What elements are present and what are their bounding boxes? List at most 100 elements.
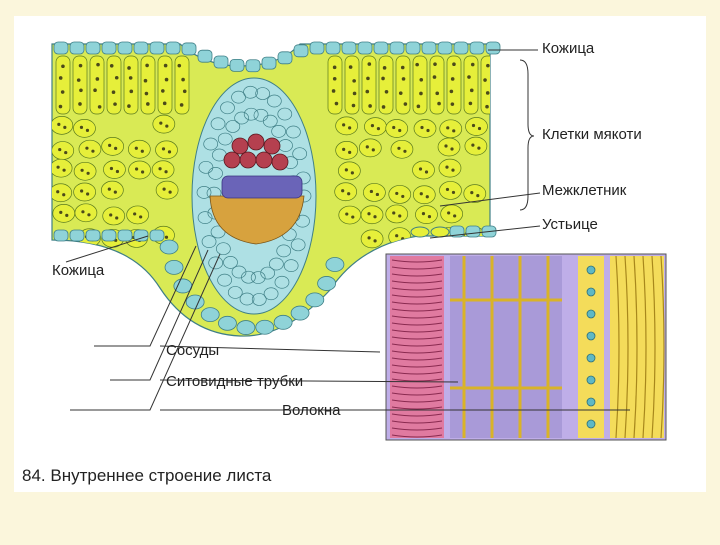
epidermis-cell-bottom [325, 257, 345, 272]
spongy-cell [440, 204, 464, 224]
leader-intercellular [439, 192, 541, 207]
spongy-cell [364, 117, 387, 136]
sheath-cell [216, 242, 231, 256]
chloroplast [398, 214, 402, 218]
epidermis-cell-top [389, 41, 405, 55]
sheath-cell [197, 211, 213, 224]
chloroplast [370, 124, 375, 128]
sheath-cell [269, 257, 284, 271]
sheath-cell [231, 265, 247, 279]
chloroplast [376, 127, 381, 131]
chloroplast [109, 166, 114, 171]
fiber-cell [651, 255, 656, 439]
spongy-cell [73, 119, 96, 138]
chloroplast [470, 62, 475, 67]
chloroplast [348, 126, 352, 130]
vessel-ring [391, 259, 443, 263]
vessel-ring [391, 350, 443, 354]
xylem-vessel [263, 137, 281, 155]
spongy-cell [151, 160, 175, 180]
chloroplast [395, 234, 399, 238]
sheath-cell [263, 287, 279, 301]
label-intercellular: Межклетник [542, 182, 627, 199]
epidermis-cell-bottom [159, 239, 179, 255]
chloroplast [426, 128, 430, 133]
epidermis-cell-top [341, 41, 357, 55]
spongy-cell [388, 185, 412, 204]
epidermis-cell-bottom [85, 229, 101, 242]
spongy-cell [412, 185, 436, 205]
sheath-cell [234, 111, 249, 125]
epidermis-cell-top [149, 41, 165, 55]
sheath-cell [220, 101, 235, 115]
chloroplast [348, 150, 352, 155]
chloroplast [109, 63, 114, 68]
label-fibers: Волокна [282, 402, 341, 419]
spongy-cell [155, 140, 178, 160]
epidermis-cell-top [85, 41, 101, 55]
leader-lines [65, 49, 630, 411]
epidermis-cell-bottom [164, 259, 184, 275]
spongy-cell [152, 114, 176, 134]
chloroplast [177, 63, 182, 68]
chloroplast [367, 62, 372, 66]
palisade-cell [378, 55, 394, 115]
chloroplast [486, 63, 490, 68]
mesophyll-cells [52, 55, 490, 249]
chloroplast [62, 168, 66, 172]
vessel-ring [391, 343, 443, 347]
spongy-cell [413, 119, 437, 138]
chloroplast [401, 194, 405, 199]
spongy-cell [415, 205, 438, 224]
spongy-cell [390, 139, 414, 159]
figure-caption: 84. Внутреннее строение листа [22, 466, 272, 485]
sheath-cell [239, 292, 255, 306]
chloroplast [80, 189, 84, 193]
chloroplast [139, 215, 143, 219]
chloroplast [427, 215, 432, 219]
fiber-cell [624, 255, 629, 439]
epidermis-cell-top [421, 41, 437, 55]
epidermis-cell-bottom [101, 229, 117, 242]
vessel-ring [391, 329, 443, 333]
chloroplast [181, 77, 185, 82]
sheath-cell [274, 275, 290, 289]
chloroplast [97, 105, 102, 109]
chloroplast [57, 122, 61, 126]
chloroplast [433, 62, 437, 66]
epidermis-cell-bottom [290, 305, 310, 321]
xylem-vessel-cells [223, 133, 289, 171]
label-vessels: Сосуды [166, 342, 220, 359]
chloroplast [477, 126, 482, 131]
vessel-ring [391, 294, 443, 298]
chloroplast [451, 168, 455, 172]
xylem-vessel [223, 151, 241, 169]
sheath-cell [217, 132, 233, 146]
spongy-cell [74, 203, 98, 223]
chloroplast [86, 171, 90, 175]
chloroplast [182, 89, 187, 94]
vessel-ring [391, 301, 443, 305]
chloroplast [332, 65, 337, 70]
chloroplast [86, 192, 90, 196]
epidermis-cell-bottom [133, 229, 149, 242]
sheath-cell [223, 255, 238, 269]
chloroplast [425, 195, 429, 199]
palisade-cell [140, 55, 156, 115]
chloroplast [93, 88, 97, 93]
chloroplast [113, 102, 117, 106]
chloroplast [62, 193, 66, 197]
chloroplast [347, 192, 351, 196]
chloroplast [419, 77, 424, 82]
sheath-cell [276, 244, 292, 258]
sheath-cell [266, 94, 282, 108]
spongy-cell [103, 160, 126, 179]
spongy-cell [439, 119, 463, 139]
chloroplast [365, 145, 369, 149]
vessel-ring [391, 308, 443, 312]
leader-epidermis-bottom [65, 235, 149, 263]
vessel-ring [391, 392, 443, 396]
spongy-cell [464, 136, 488, 156]
label-stomata: Устьице [542, 216, 598, 233]
chloroplast [397, 146, 401, 150]
